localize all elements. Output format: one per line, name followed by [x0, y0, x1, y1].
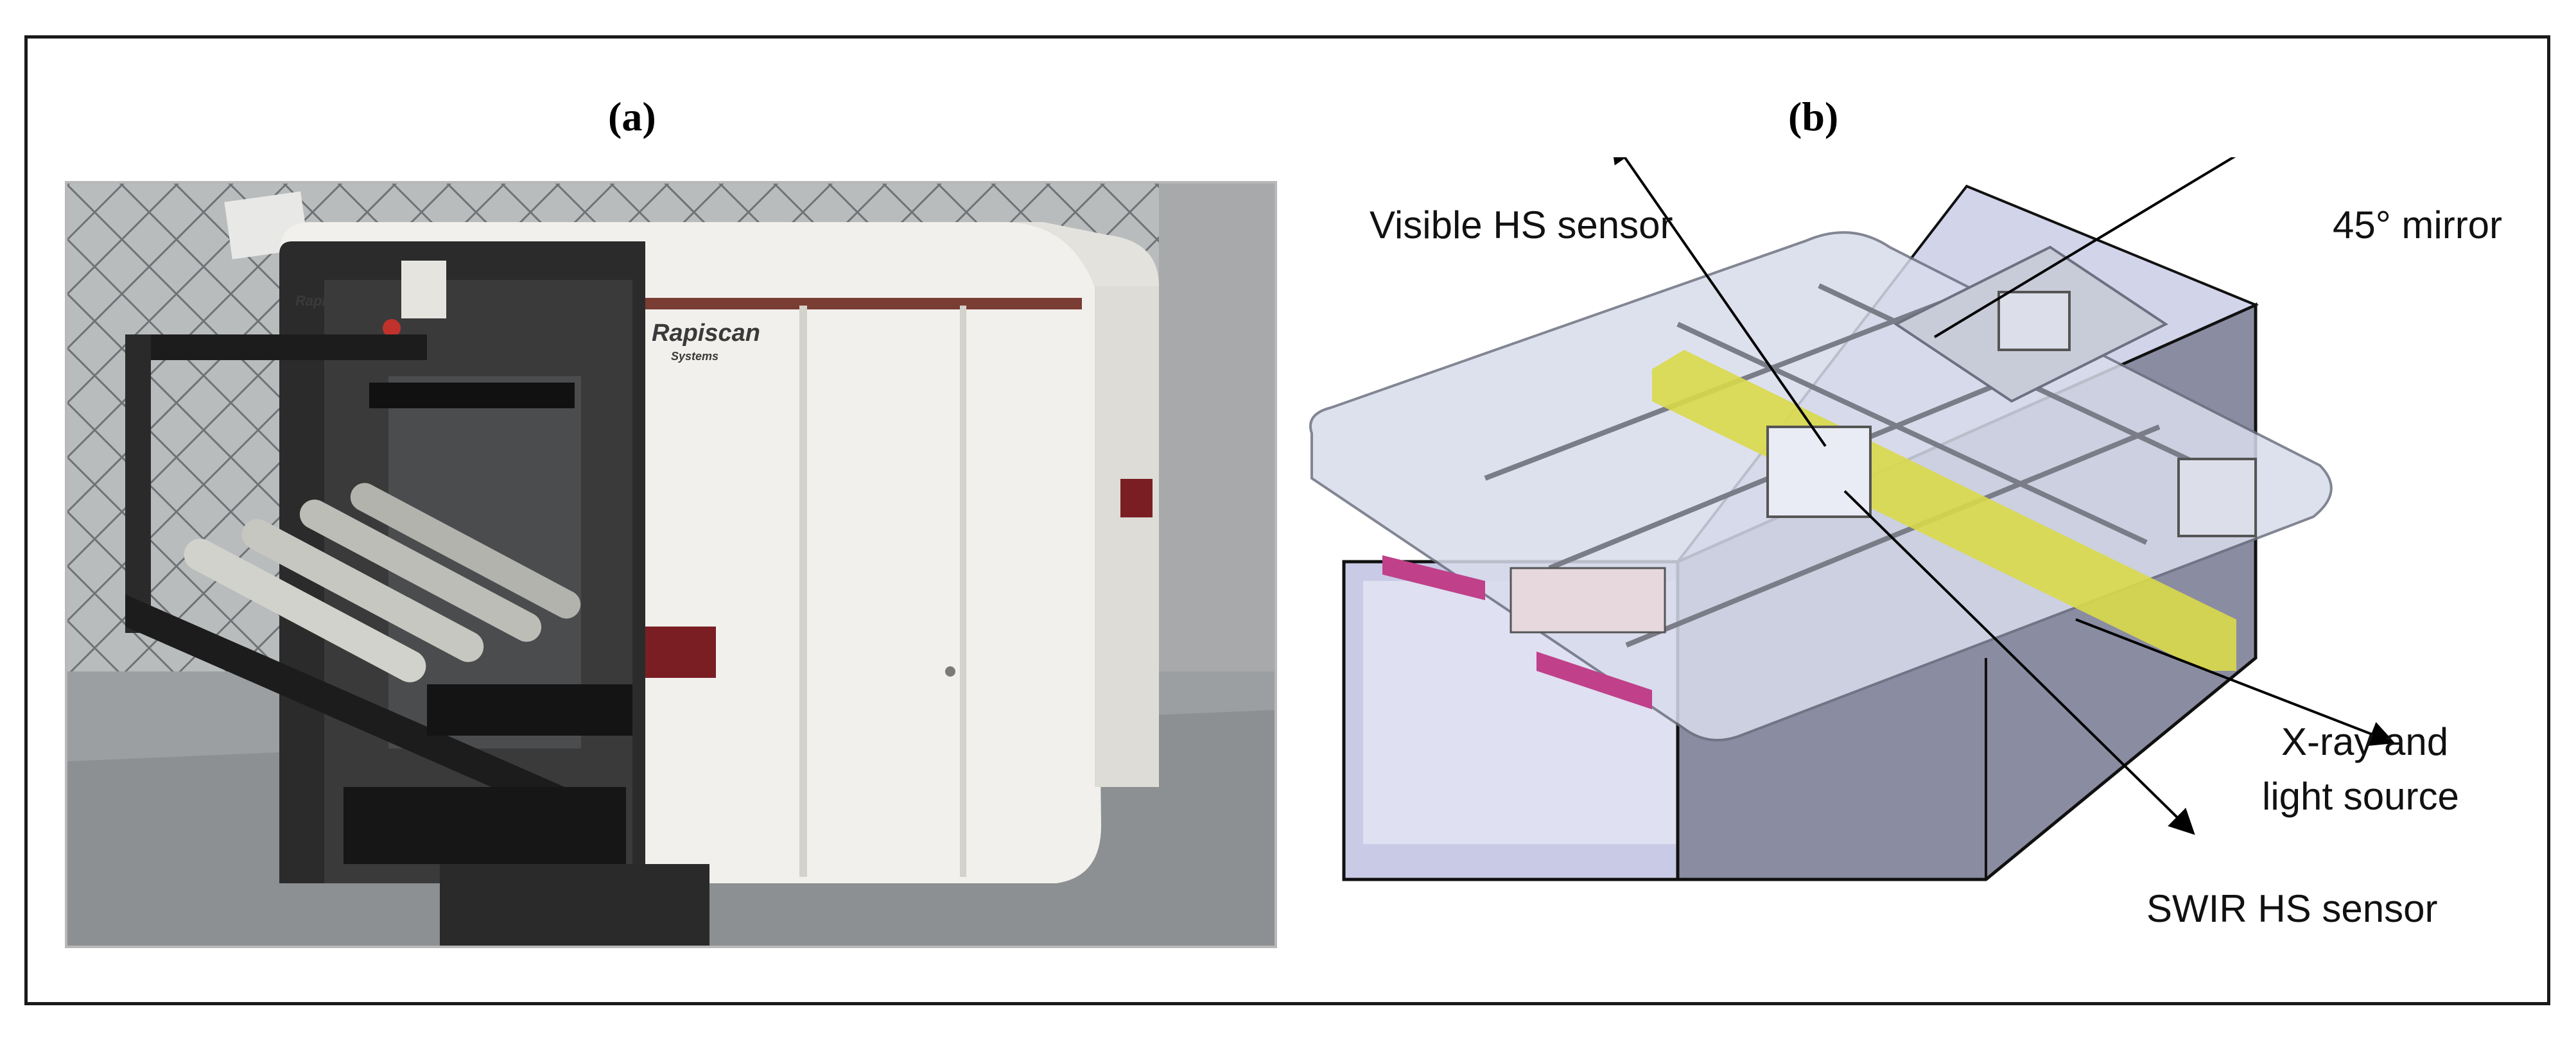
- emergency-stop: [383, 319, 401, 337]
- visible-sensor-block: [1766, 426, 1872, 518]
- arrow-swir-sensor: [1843, 490, 2195, 835]
- panel-a-label: (a): [608, 94, 656, 139]
- panel-b-label: (b): [1788, 94, 1839, 139]
- callout-swir-hs-sensor: SWIR HS sensor: [2146, 887, 2438, 930]
- conveyor-top-rail: [125, 334, 427, 360]
- door-seam-1: [799, 306, 807, 877]
- cabinet-rear: [1005, 222, 1159, 286]
- conveyor-base: [344, 787, 626, 864]
- cabinet-side: [1095, 286, 1159, 787]
- callout-xray-line1: X-ray and: [2281, 720, 2449, 763]
- front-trim: [645, 627, 716, 678]
- callout-visible-hs-sensor: Visible HS sensor: [1370, 203, 1673, 247]
- sensor-box-right: [2177, 458, 2257, 537]
- callout-xray-line2: light source: [2262, 775, 2459, 818]
- door-lock: [945, 666, 955, 677]
- brand-main: Rapiscan: [652, 320, 760, 347]
- conveyor-side-rail: [125, 594, 594, 832]
- brand-small: Rapiscan: [295, 293, 358, 309]
- side-trim: [1120, 479, 1153, 517]
- control-box: [401, 261, 446, 318]
- back-wall: [1159, 184, 1275, 761]
- conveyor-post: [125, 334, 151, 633]
- magenta-strip-right: [1536, 652, 1652, 709]
- arrow-visible-sensor: [1610, 157, 1827, 447]
- arrow-xray-source: [2075, 618, 2396, 747]
- top-trim: [645, 298, 1082, 309]
- door-seam-2: [960, 306, 966, 877]
- magenta-strip-left: [1382, 555, 1485, 600]
- arrow-mirror: [1933, 157, 2236, 338]
- scanner-diagram: [1292, 157, 2538, 992]
- figure-frame: (a) (b): [24, 35, 2550, 1005]
- scanner-photo-drawing: Rapiscan Rapiscan Systems: [67, 184, 1275, 946]
- scanner-diagram-drawing: [1309, 157, 2396, 881]
- conveyor-guard: [427, 684, 632, 736]
- machine-base: [440, 864, 709, 946]
- swir-sensor-block: [1510, 567, 1666, 634]
- sensor-box-top: [1997, 291, 2071, 351]
- brand-sub: Systems: [671, 350, 718, 363]
- curtain-bar: [369, 383, 575, 408]
- conveyor-rollers: [184, 483, 581, 682]
- callout-45-mirror: 45° mirror: [2333, 203, 2503, 247]
- scanner-photo: Rapiscan Rapiscan Systems: [65, 181, 1277, 948]
